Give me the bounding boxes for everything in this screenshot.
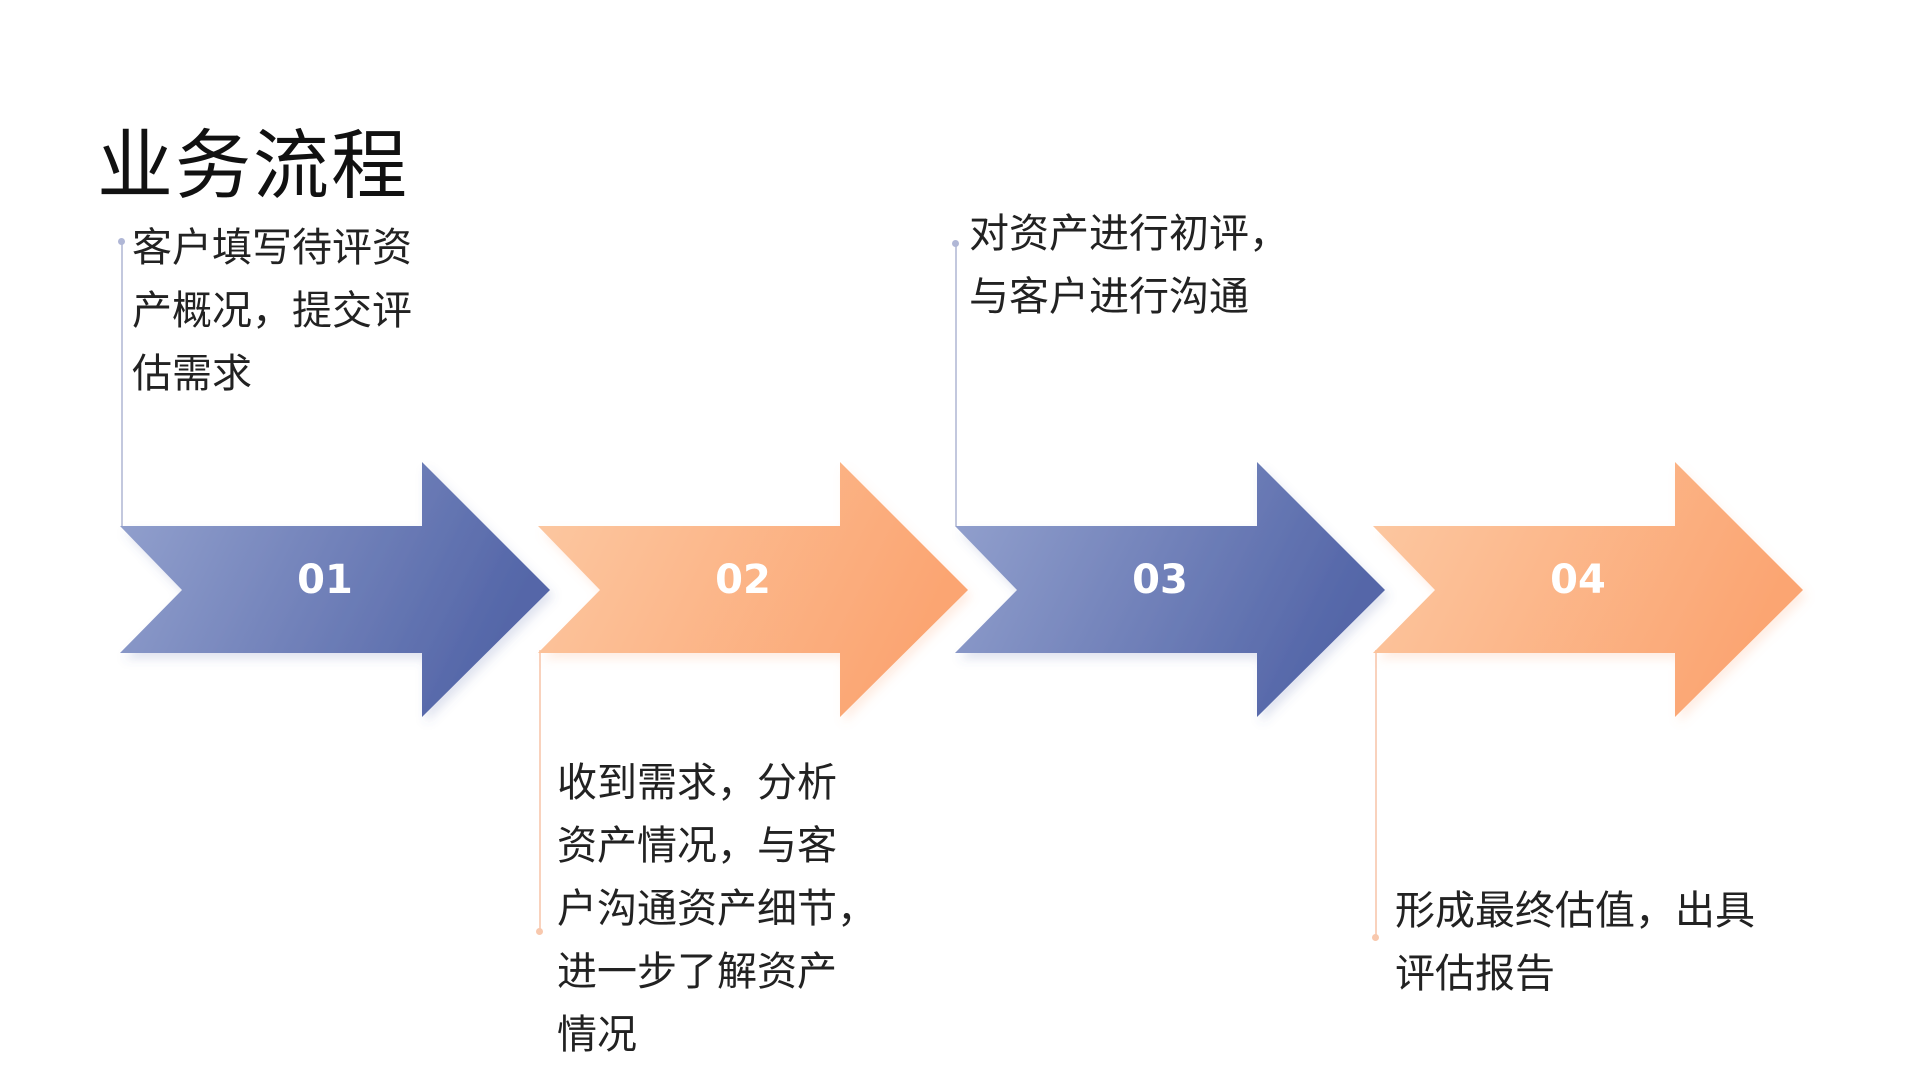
connector-line-1 bbox=[121, 241, 123, 526]
step-arrow-1: 01 bbox=[120, 462, 550, 717]
step-description-4: 形成最终估值，出具 评估报告 bbox=[1395, 888, 1755, 997]
step-arrow-2: 02 bbox=[538, 462, 968, 717]
connector-dot-1 bbox=[118, 238, 125, 245]
step-number-3: 03 bbox=[1132, 557, 1188, 603]
step-description-3: 对资产进行初评， 与客户进行沟通 bbox=[969, 211, 1289, 320]
page-title: 业务流程 bbox=[97, 121, 409, 210]
step-description-2: 收到需求，分析 资产情况，与客 户沟通资产细节， 进一步了解资产 情况 bbox=[557, 760, 877, 1058]
connector-dot-3 bbox=[952, 240, 959, 247]
step-number-1: 01 bbox=[297, 557, 353, 603]
step-arrow-3: 03 bbox=[955, 462, 1385, 717]
connector-line-3 bbox=[955, 243, 957, 526]
step-number-2: 02 bbox=[715, 557, 771, 603]
connector-dot-4 bbox=[1372, 934, 1379, 941]
connector-dot-2 bbox=[536, 928, 543, 935]
step-description-1: 客户填写待评资 产概况，提交评 估需求 bbox=[132, 225, 412, 397]
connector-line-2 bbox=[539, 650, 541, 931]
step-number-4: 04 bbox=[1550, 557, 1606, 603]
connector-line-4 bbox=[1375, 650, 1377, 937]
step-arrow-4: 04 bbox=[1373, 462, 1803, 717]
